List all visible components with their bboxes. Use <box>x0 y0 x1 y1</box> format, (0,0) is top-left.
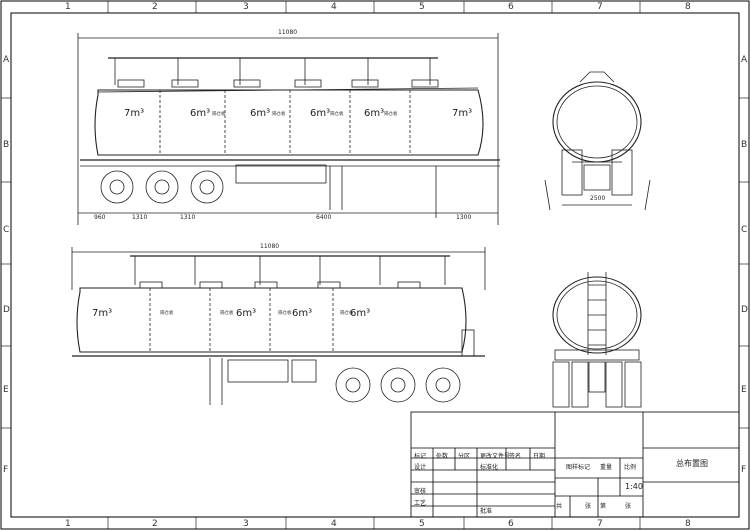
compartment-label: 6m³ <box>310 108 331 119</box>
marker-label: 隔仓板 <box>384 112 398 117</box>
title-block-cell: 日期 <box>533 453 546 460</box>
compartment-label: 6m³ <box>364 108 385 119</box>
compartment-label: 6m³ <box>292 308 313 319</box>
dimension-label: 960 <box>94 214 106 221</box>
bottom-overall-length: 11080 <box>260 243 280 250</box>
title-block-cell: 重量 <box>600 464 613 471</box>
row-label: C <box>3 225 10 235</box>
title-block-cell: 标准化 <box>480 464 499 471</box>
marker-label: 隔仓板 <box>212 112 226 117</box>
top-end-width: 2500 <box>590 195 606 202</box>
compartment-label: 7m³ <box>92 308 113 319</box>
title-block-cell: 张 <box>585 503 592 510</box>
drawing-title: 总布置图 <box>676 459 708 468</box>
title-block-cell: 图样标记 <box>566 464 591 471</box>
tanker-side-view-bottom <box>71 247 486 405</box>
column-label: 3 <box>243 2 249 12</box>
title-block-cell: 批准 <box>480 508 493 515</box>
row-label: D <box>741 305 748 315</box>
title-block-cell: 设计 <box>414 464 427 471</box>
column-label: 8 <box>685 2 691 12</box>
row-label: D <box>3 305 10 315</box>
title-block-cell: 工艺 <box>414 500 427 507</box>
title-block-cell: 标记 <box>414 453 427 460</box>
title-block-cell: 张 <box>625 503 632 510</box>
column-label: 6 <box>508 2 514 12</box>
marker-label: 隔仓板 <box>160 311 174 316</box>
title-block-frame <box>410 411 740 518</box>
column-label: 2 <box>152 2 158 12</box>
row-label: A <box>3 55 10 65</box>
inner-border <box>10 12 740 518</box>
row-label: A <box>741 55 748 65</box>
title-block-cell: 处数 <box>436 453 449 460</box>
marker-label: 隔仓板 <box>272 112 286 117</box>
column-label: 8 <box>685 519 691 529</box>
tanker-end-view-bottom <box>552 272 642 408</box>
title-block-cell: 共 <box>556 503 563 510</box>
row-label: E <box>741 385 747 395</box>
dimension-label: 1300 <box>456 214 472 221</box>
tanker-side-view-top <box>77 33 500 225</box>
compartment-label: 6m³ <box>250 108 271 119</box>
column-label: 2 <box>152 519 158 529</box>
title-block-cell: 比例 <box>624 464 637 471</box>
title-block-cell: 更改文件号 <box>480 453 511 460</box>
column-label: 7 <box>597 519 603 529</box>
column-label: 5 <box>419 2 425 12</box>
marker-label: 隔仓板 <box>340 311 354 316</box>
column-label: 1 <box>65 2 71 12</box>
column-label: 1 <box>65 519 71 529</box>
column-label: 3 <box>243 519 249 529</box>
compartment-label: 7m³ <box>124 108 145 119</box>
row-label: C <box>741 225 748 235</box>
dimension-label: 6400 <box>316 214 332 221</box>
marker-label: 隔仓板 <box>330 112 344 117</box>
row-label: F <box>741 465 747 475</box>
row-label: B <box>3 140 10 150</box>
marker-label: 隔仓板 <box>278 311 292 316</box>
row-label: F <box>3 465 9 475</box>
column-label: 4 <box>331 519 337 529</box>
compartment-label: 6m³ <box>236 308 257 319</box>
column-label: 6 <box>508 519 514 529</box>
column-label: 4 <box>331 2 337 12</box>
dimension-label: 1310 <box>180 214 196 221</box>
tanker-end-view-top <box>544 71 651 211</box>
top-overall-length: 11080 <box>278 29 298 36</box>
row-label: E <box>3 385 9 395</box>
compartment-label: 6m³ <box>350 308 371 319</box>
title-block-cell: 签名 <box>509 453 522 460</box>
dimension-label: 1310 <box>132 214 148 221</box>
title-block-cell: 第 <box>600 503 607 510</box>
row-label: B <box>741 140 748 150</box>
title-block-cell: 审核 <box>414 488 427 495</box>
compartment-label: 7m³ <box>452 108 473 119</box>
title-block-cell: 分区 <box>458 453 471 460</box>
column-label: 5 <box>419 519 425 529</box>
drawing-scale: 1:40 <box>625 482 643 491</box>
column-label: 7 <box>597 2 603 12</box>
marker-label: 隔仓板 <box>220 311 234 316</box>
compartment-label: 6m³ <box>190 108 211 119</box>
